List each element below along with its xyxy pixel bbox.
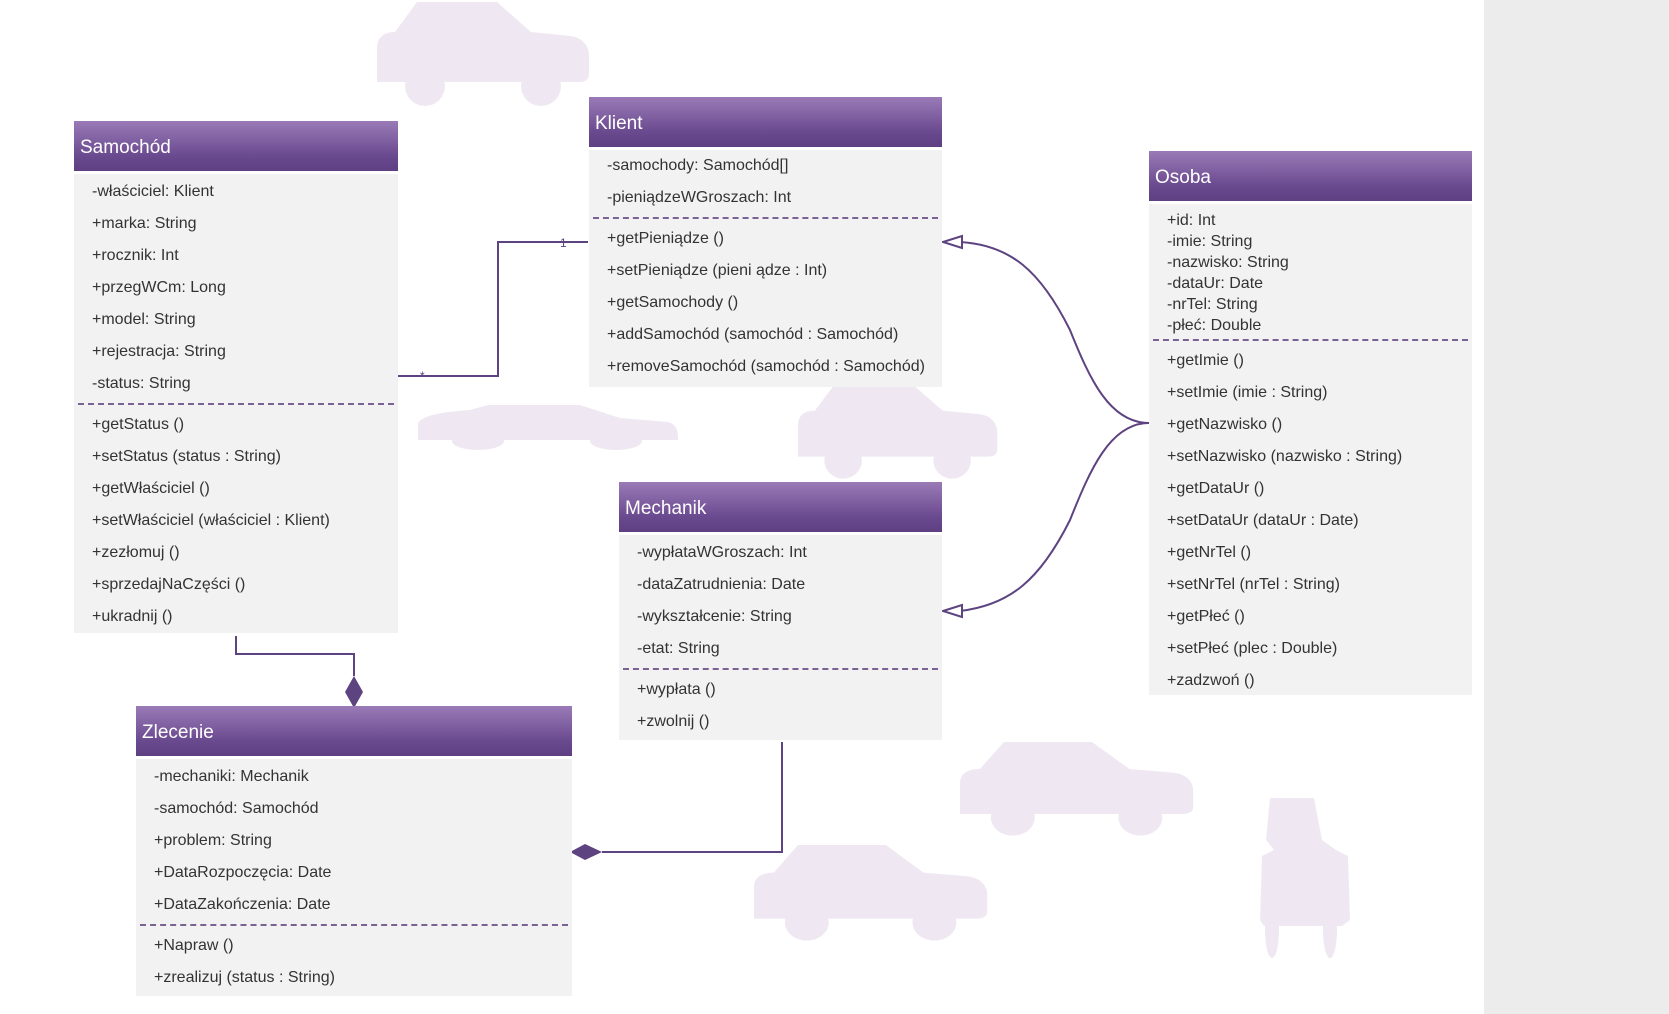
class-method: +setNazwisko (nazwisko : String) [1167, 448, 1403, 465]
car-icon [754, 845, 988, 941]
class-attribute: -imie: String [1167, 233, 1253, 250]
car-icon [798, 383, 998, 479]
class-title: Klient [589, 97, 942, 150]
association-samochod-klient [398, 241, 588, 377]
class-method: +setDataUr (dataUr : Date) [1167, 512, 1359, 529]
class-attribute: -płeć: Double [1167, 317, 1262, 334]
attribute-list: +id: Int -imie: String -nazwisko: String -d… [1149, 204, 1472, 336]
class-attribute: +rejestracja: String [92, 343, 226, 360]
class-osoba[interactable]: Osoba +id: Int -imie: String -nazwisko: St… [1149, 151, 1472, 695]
class-attribute: +model: String [92, 311, 196, 328]
multiplicity-samochod: * [420, 369, 425, 383]
class-method: +zrealizuj (status : String) [154, 969, 335, 986]
class-mechanik[interactable]: Mechanik -wypłataWGroszach: Int -dataZatr… [619, 482, 942, 740]
class-klient[interactable]: Klient -samochody: Samochód[] -pieniądzeW… [589, 97, 942, 387]
class-attribute: -dataUr: Date [1167, 275, 1264, 292]
class-method: +getDataUr () [1167, 480, 1265, 497]
class-method: +addSamochód (samochód : Samochód) [607, 326, 899, 343]
class-attribute: -nazwisko: String [1167, 254, 1289, 271]
method-list: +getImie () +setImie (imie : String) +getN… [1149, 345, 1472, 697]
class-attribute: -etat: String [637, 640, 720, 657]
generalization-osoba-klient [959, 241, 1150, 424]
composition-diamond [345, 676, 363, 708]
class-method: +getStatus () [92, 416, 185, 433]
class-method: +zwolnij () [637, 713, 710, 730]
divider [593, 217, 938, 219]
car-icon [1260, 798, 1350, 958]
generalization-arrow [939, 603, 963, 619]
class-method: +getWłaściciel () [92, 480, 210, 497]
class-attribute: +przegWCm: Long [92, 279, 226, 296]
divider [140, 924, 568, 926]
class-attribute: -nrTel: String [1167, 296, 1258, 313]
attribute-list: -właściciel: Klient +marka: String +roczni… [74, 174, 398, 400]
class-method: +setPieniądze (pieni ądze : Int) [607, 262, 828, 279]
class-attribute: +problem: String [154, 832, 272, 849]
composition-mechanik-zlecenie [602, 742, 783, 853]
method-list: +getPieniądze () +setPieniądze (pieni ądz… [589, 223, 942, 383]
class-method: +getImie () [1167, 352, 1244, 369]
method-list: +wypłata () +zwolnij () [619, 674, 942, 738]
side-panel [1484, 0, 1669, 1014]
class-method: +getSamochody () [607, 294, 739, 311]
generalization-arrow [939, 234, 963, 250]
multiplicity-klient: 1 [560, 236, 567, 250]
class-method: +Napraw () [154, 937, 234, 954]
class-method: +zezłomuj () [92, 544, 180, 561]
composition-samochod-zlecenie [235, 636, 355, 676]
class-method: +removeSamochód (samochód : Samochód) [607, 358, 925, 375]
class-attribute: -wykształcenie: String [637, 608, 792, 625]
attribute-list: -mechaniki: Mechanik -samochód: Samochód +… [136, 759, 572, 921]
class-method: +ukradnij () [92, 608, 173, 625]
class-method: +setImie (imie : String) [1167, 384, 1328, 401]
class-title: Samochód [74, 121, 398, 174]
class-attribute: +id: Int [1167, 212, 1216, 229]
composition-diamond [570, 844, 602, 860]
class-method: +sprzedajNaCzęści () [92, 576, 246, 593]
class-attribute: -wypłataWGroszach: Int [637, 544, 807, 561]
method-list: +getStatus () +setStatus (status : String… [74, 409, 398, 633]
class-method: +getNazwisko () [1167, 416, 1283, 433]
class-attribute: -dataZatrudnienia: Date [637, 576, 806, 593]
class-method: +getPieniądze () [607, 230, 724, 247]
class-method: +zadzwoń () [1167, 672, 1255, 689]
divider [623, 668, 938, 670]
class-attribute: -samochód: Samochód [154, 800, 319, 817]
class-method: +setStatus (status : String) [92, 448, 281, 465]
class-method: +getPłeć () [1167, 608, 1245, 625]
attribute-list: -wypłataWGroszach: Int -dataZatrudnienia:… [619, 535, 942, 665]
class-title: Osoba [1149, 151, 1472, 204]
class-method: +wypłata () [637, 681, 716, 698]
class-attribute: +rocznik: Int [92, 247, 179, 264]
class-attribute: +DataZakończenia: Date [154, 896, 331, 913]
car-icon [377, 2, 589, 106]
car-icon [418, 405, 678, 450]
class-samochod[interactable]: Samochód -właściciel: Klient +marka: Stri… [74, 121, 398, 633]
class-attribute: -właściciel: Klient [92, 183, 214, 200]
divider [1153, 339, 1468, 341]
class-attribute: -samochody: Samochód[] [607, 157, 789, 174]
generalization-osoba-mechanik [959, 422, 1150, 612]
class-attribute: -status: String [92, 375, 191, 392]
class-attribute: +marka: String [92, 215, 197, 232]
class-method: +setWłaściciel (właściciel : Klient) [92, 512, 330, 529]
car-icon [960, 742, 1194, 836]
attribute-list: -samochody: Samochód[] -pieniądzeWGroszac… [589, 150, 942, 214]
class-attribute: +DataRozpoczęcia: Date [154, 864, 332, 881]
class-method: +setPłeć (plec : Double) [1167, 640, 1338, 657]
method-list: +Napraw () +zrealizuj (status : String) [136, 930, 572, 994]
class-title: Zlecenie [136, 706, 572, 759]
class-attribute: -pieniądzeWGroszach: Int [607, 189, 792, 206]
class-title: Mechanik [619, 482, 942, 535]
divider [78, 403, 394, 405]
class-method: +setNrTel (nrTel : String) [1167, 576, 1340, 593]
class-method: +getNrTel () [1167, 544, 1252, 561]
class-attribute: -mechaniki: Mechanik [154, 768, 309, 785]
class-zlecenie[interactable]: Zlecenie -mechaniki: Mechanik -samochód: … [136, 706, 572, 996]
